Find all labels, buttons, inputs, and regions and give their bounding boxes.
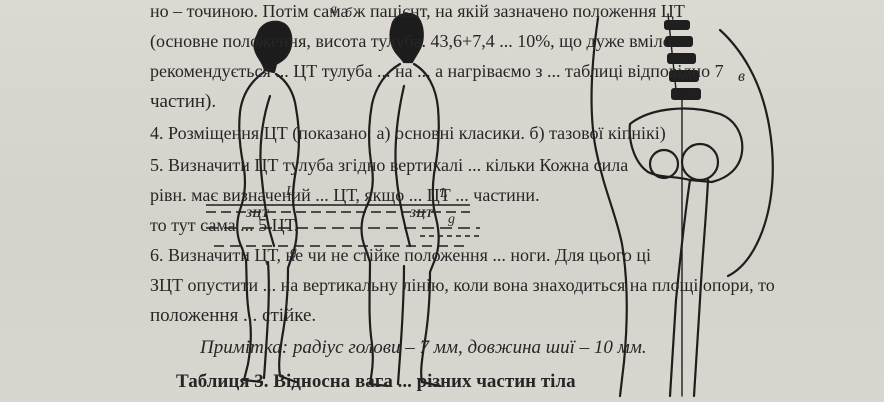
- text-line-5: 4. Розміщення ЦТ (показано: а) основні к…: [150, 124, 666, 142]
- text-line-2: (основне положення, висота тулуба. 43,6+…: [150, 32, 672, 50]
- text-line-10: ЗЦТ опустити ... на вертикальну лінію, к…: [150, 276, 775, 294]
- text-line-12: Примітка: радіус голови – 7 мм, довжина …: [200, 338, 647, 357]
- text-line-1: но – точиною. Потім сама ж пацієнт, на я…: [150, 2, 685, 20]
- text-line-11: положення ... стійке.: [150, 306, 316, 325]
- text-line-8: то тут сама ... 5 ЦТ.: [150, 216, 298, 234]
- text-line-7: рівн. має визначений ... ЦТ, якщо ... ЦТ…: [150, 186, 540, 204]
- text-line-6: 5. Визначити ЦТ тулуба згідно вертикалі …: [150, 156, 628, 174]
- text-line-13: Таблиця 3. Відносна вага ... різних част…: [176, 372, 576, 391]
- figure-label-zct2: ЗЦТ: [410, 206, 433, 221]
- text-line-4: частин).: [150, 92, 216, 111]
- text-line-3: рекомендується ... ЦТ тулуба ... на ... …: [150, 62, 724, 80]
- figure-label-c: в: [738, 68, 745, 86]
- figure-label-g2: g: [448, 212, 455, 228]
- text-line-9: 6. Визначити ЦТ, не чи не стійке положен…: [150, 246, 651, 264]
